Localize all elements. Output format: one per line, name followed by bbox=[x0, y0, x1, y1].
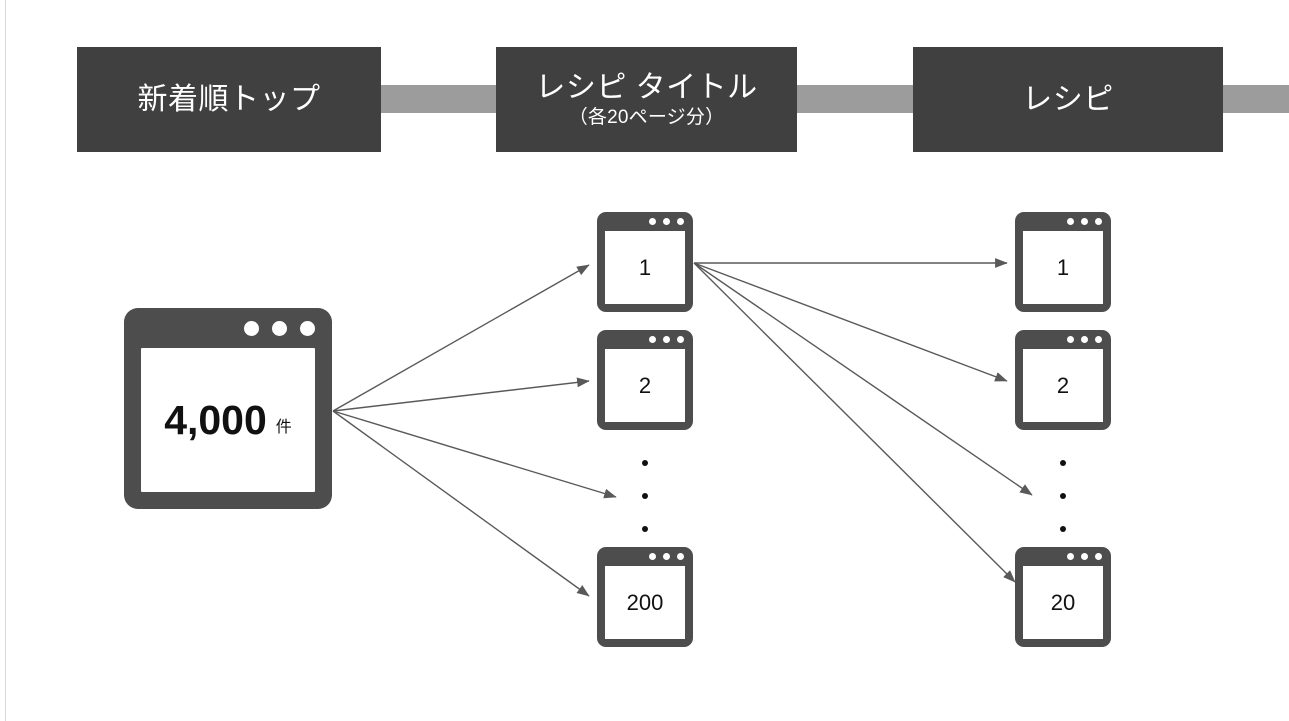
window-viewport: 4,000 件 bbox=[141, 348, 315, 492]
ellipsis-dot-icon bbox=[642, 526, 648, 532]
banner-recipe-title[interactable]: レシピ タイトル （各20ページ分） bbox=[496, 47, 797, 152]
arrow-group-title-to-recipes bbox=[693, 258, 1033, 583]
window-viewport: 200 bbox=[605, 566, 685, 639]
window-viewport: 2 bbox=[605, 349, 685, 422]
source-count-unit: 件 bbox=[275, 418, 292, 436]
ellipsis-dot-icon bbox=[1060, 526, 1066, 532]
source-window-new-arrivals[interactable]: 4,000 件 bbox=[124, 308, 332, 509]
banner-recipe[interactable]: レシピ bbox=[913, 47, 1223, 152]
window-dot-icon bbox=[1095, 553, 1102, 560]
window-label: 2 bbox=[638, 372, 652, 398]
window-dot-icon bbox=[1067, 553, 1074, 560]
ellipsis-dot-icon bbox=[1060, 460, 1066, 466]
window-dot-icon bbox=[663, 553, 670, 560]
ellipsis-dot-icon bbox=[1060, 493, 1066, 499]
source-count-value: 4,000 bbox=[164, 396, 267, 443]
banner-top[interactable]: 新着順トップ bbox=[77, 47, 381, 152]
title-page-window-1[interactable]: 1 bbox=[597, 212, 693, 312]
window-dot-icon bbox=[1095, 336, 1102, 343]
window-dot-icon bbox=[677, 218, 684, 225]
banner-top-title: 新着順トップ bbox=[137, 82, 321, 116]
window-dot-icon bbox=[649, 218, 656, 225]
window-titlebar bbox=[597, 212, 693, 231]
window-label: 20 bbox=[1050, 589, 1076, 615]
window-viewport: 1 bbox=[1023, 231, 1103, 304]
window-titlebar bbox=[124, 308, 332, 348]
right-column-ellipsis bbox=[1059, 460, 1067, 532]
window-viewport: 2 bbox=[1023, 349, 1103, 422]
window-viewport: 20 bbox=[1023, 566, 1103, 639]
connector-bar-3 bbox=[1222, 85, 1289, 113]
recipe-window-1[interactable]: 1 bbox=[1015, 212, 1111, 312]
window-dot-icon bbox=[663, 336, 670, 343]
ellipsis-dot-icon bbox=[642, 460, 648, 466]
window-titlebar bbox=[597, 547, 693, 566]
title-page-window-2[interactable]: 2 bbox=[597, 330, 693, 430]
window-dot-icon bbox=[1067, 336, 1074, 343]
arrow-group-source-to-titles bbox=[332, 264, 617, 597]
window-titlebar bbox=[597, 330, 693, 349]
banner-recipe-title-subtitle: （各20ページ分） bbox=[568, 106, 725, 128]
window-label: 2 bbox=[1056, 372, 1070, 398]
window-label: 200 bbox=[626, 589, 664, 615]
window-label: 1 bbox=[638, 254, 652, 280]
window-dot-icon bbox=[663, 218, 670, 225]
window-dot-icon bbox=[677, 553, 684, 560]
banner-recipe-title-title: レシピ タイトル bbox=[535, 71, 758, 105]
window-dot-icon bbox=[1081, 336, 1088, 343]
window-dot-icon bbox=[300, 320, 315, 336]
window-titlebar bbox=[1015, 330, 1111, 349]
recipe-window-2[interactable]: 2 bbox=[1015, 330, 1111, 430]
window-dot-icon bbox=[272, 320, 287, 336]
window-titlebar bbox=[1015, 547, 1111, 566]
title-page-window-200[interactable]: 200 bbox=[597, 547, 693, 647]
recipe-window-20[interactable]: 20 bbox=[1015, 547, 1111, 647]
connector-bar-1 bbox=[370, 85, 506, 113]
window-dot-icon bbox=[1081, 553, 1088, 560]
page-left-edge-rule bbox=[5, 0, 6, 721]
window-dot-icon bbox=[244, 320, 259, 336]
window-label: 1 bbox=[1056, 254, 1070, 280]
ellipsis-dot-icon bbox=[642, 493, 648, 499]
window-dot-icon bbox=[1067, 218, 1074, 225]
window-dot-icon bbox=[649, 336, 656, 343]
connector-bar-2 bbox=[788, 85, 922, 113]
window-dot-icon bbox=[677, 336, 684, 343]
window-dot-icon bbox=[1081, 218, 1088, 225]
window-titlebar bbox=[1015, 212, 1111, 231]
banner-recipe-title2: レシピ bbox=[1022, 82, 1114, 116]
middle-column-ellipsis bbox=[641, 460, 649, 532]
window-dot-icon bbox=[1095, 218, 1102, 225]
window-dot-icon bbox=[649, 553, 656, 560]
window-viewport: 1 bbox=[605, 231, 685, 304]
